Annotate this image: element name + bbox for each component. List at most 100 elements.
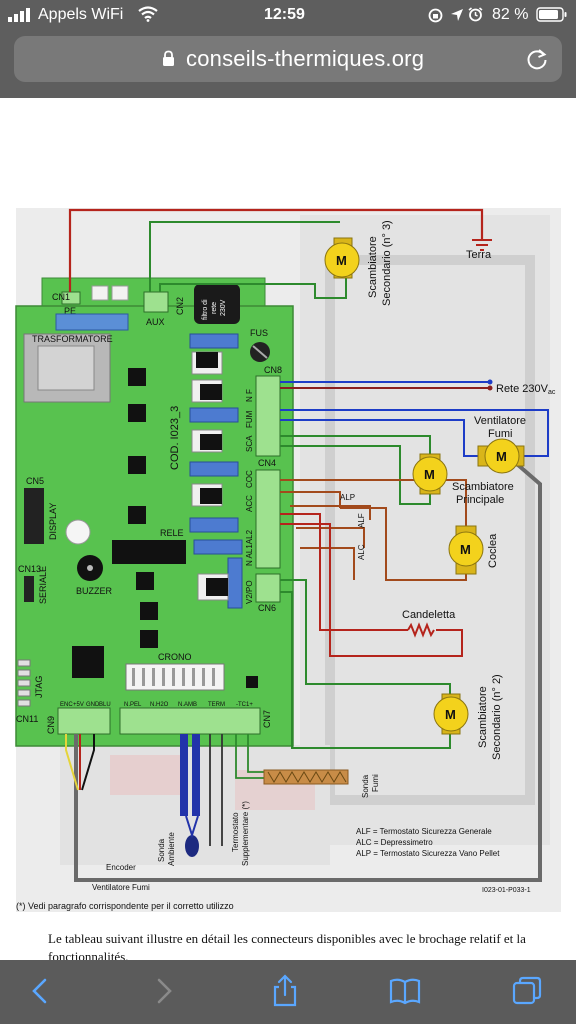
orientation-lock-icon [428, 8, 443, 23]
scamb-sec2-label: Scambiatore [477, 686, 489, 748]
sca-label: SCA [245, 435, 254, 452]
alc-label: ALC [357, 544, 366, 560]
lock-icon [163, 50, 174, 66]
filter-text-1: filtro di [202, 299, 209, 320]
display-label: DISPLAY [48, 503, 58, 540]
aux-label: AUX [146, 317, 165, 327]
bookmarks-icon[interactable] [388, 974, 422, 1008]
cn6-label: CN6 [258, 603, 276, 613]
address-bar[interactable]: conseils-thermiques.org [14, 36, 562, 82]
motor-coclea: M [448, 525, 484, 575]
wiring-diagram: TRASFORMATORE CN1 PE AUX CN2 filtro di r… [15, 208, 561, 912]
motor-scambiatore-sec3: M [324, 237, 360, 279]
encoder-label: Encoder [106, 863, 136, 872]
terra-label: Terra [466, 249, 492, 261]
legend-alp: ALP = Termostato Sicurezza Vano Pellet [356, 849, 500, 858]
filter-text-3: 230V [220, 299, 227, 316]
rete-label: Rete 230Vac [496, 383, 556, 396]
reload-icon[interactable] [524, 46, 550, 72]
url-text: conseils-thermiques.org [186, 46, 425, 71]
al1al2-label: N AL1AL2 [245, 529, 254, 566]
coc-label: COC [245, 470, 254, 488]
transformer-label: TRASFORMATORE [32, 334, 113, 344]
wifi-icon [138, 6, 158, 22]
scamb-sec2-label-2: Secondario (n° 2) [491, 674, 503, 760]
blu-label: BLU [99, 702, 111, 708]
cn8-label: CN8 [264, 365, 282, 375]
battery-icon [536, 7, 567, 22]
sonda-ambiente-probe [185, 835, 199, 857]
acc-label: ACC [245, 495, 254, 512]
browser-bottom-toolbar [0, 960, 576, 1024]
earth-wire [68, 208, 484, 292]
cellular-signal-icon [8, 8, 30, 22]
coclea-label: Coclea [487, 533, 499, 568]
cn8-connector [255, 375, 281, 457]
term-label: TERM [208, 702, 225, 708]
fus-label: FUS [250, 328, 268, 338]
cn7-connector [119, 707, 261, 735]
motor-m-label: M [424, 467, 435, 482]
scamb-principale-label-2: Principale [456, 494, 504, 506]
rele-label: RELE [160, 528, 184, 538]
sonda-ambiente-label: Sonda [157, 838, 166, 862]
page-content: TRASFORMATORE CN1 PE AUX CN2 filtro di r… [0, 98, 576, 964]
alarm-clock-icon [468, 7, 483, 22]
namb-label: N.AMB [178, 702, 197, 708]
scamb-principale-label: Scambiatore [452, 481, 514, 493]
buzzer-label: BUZZER [76, 586, 113, 596]
candeletta-resistor [407, 622, 435, 638]
share-icon[interactable] [268, 974, 302, 1008]
alf-label: ALF [357, 513, 366, 528]
termostato-label-2: Supplementare (*) [241, 801, 250, 866]
tc1-label: -TC1+ [236, 702, 253, 708]
motor-scambiatore-principale: M [412, 453, 448, 495]
tabs-icon[interactable] [510, 974, 544, 1008]
diagram-ref-code: I023-01-P033-1 [482, 887, 531, 894]
motor-m-label: M [460, 542, 471, 557]
nh2o-label: N.H2O [150, 702, 169, 708]
battery-percent: 82 % [492, 6, 529, 23]
cn4-label: CN4 [258, 458, 276, 468]
location-arrow-icon [451, 9, 463, 21]
carrier-label: Appels WiFi [38, 6, 124, 23]
clock-time: 12:59 [264, 6, 305, 23]
f-label: F [245, 389, 254, 394]
back-icon[interactable] [24, 974, 58, 1008]
seriale-label: SERIALE [38, 566, 48, 604]
pe-label: PE [64, 306, 76, 316]
enc-label: ENC [60, 702, 73, 708]
alp-label: ALP [340, 493, 355, 502]
cn7-label: CN7 [262, 710, 272, 728]
ventilatore-fumi-label-2: Fumi [488, 428, 512, 440]
board-code: COD. I023_3 [169, 406, 181, 470]
mains-filter [194, 284, 240, 324]
cn9-connector [57, 707, 111, 735]
legend-alc: ALC = Depressimetro [356, 838, 433, 847]
motor-m-label: M [336, 253, 347, 268]
legend-alf: ALF = Termostato Sicurezza Generale [356, 827, 492, 836]
motor-ventilatore-fumi: M [477, 438, 525, 474]
v2po-label: V2/PO [245, 580, 254, 604]
n-label: N [245, 396, 254, 402]
jtag-label: JTAG [34, 676, 44, 698]
cn6-connector [255, 573, 281, 603]
cn11-label: CN11 [16, 714, 38, 724]
ventilatore-fumi-bottom-label: Ventilatore Fumi [92, 883, 150, 892]
termostato-label: Termostato [231, 812, 240, 852]
scamb-sec3-label: Scambiatore [367, 236, 379, 298]
cn2-label: CN2 [175, 297, 185, 315]
scamb-sec3-label-2: Secondario (n° 3) [381, 220, 393, 306]
sonda-fumi-label-2: Fumi [371, 774, 380, 792]
plus5v-label: +5V [73, 702, 84, 708]
motor-m-label: M [445, 707, 456, 722]
sonda-fumi-label: Sonda [361, 774, 370, 798]
diagram-footnote: (*) Vedi paragrafo corrispondente per il… [16, 901, 234, 911]
fan-encoder-cable [74, 456, 542, 882]
cn5-label: CN5 [26, 476, 44, 486]
forward-icon[interactable] [146, 974, 180, 1008]
relay [112, 540, 186, 564]
gnd-label: GND [86, 702, 100, 708]
npel-label: N.PEL [124, 702, 142, 708]
motor-scambiatore-sec2: M [433, 693, 469, 735]
